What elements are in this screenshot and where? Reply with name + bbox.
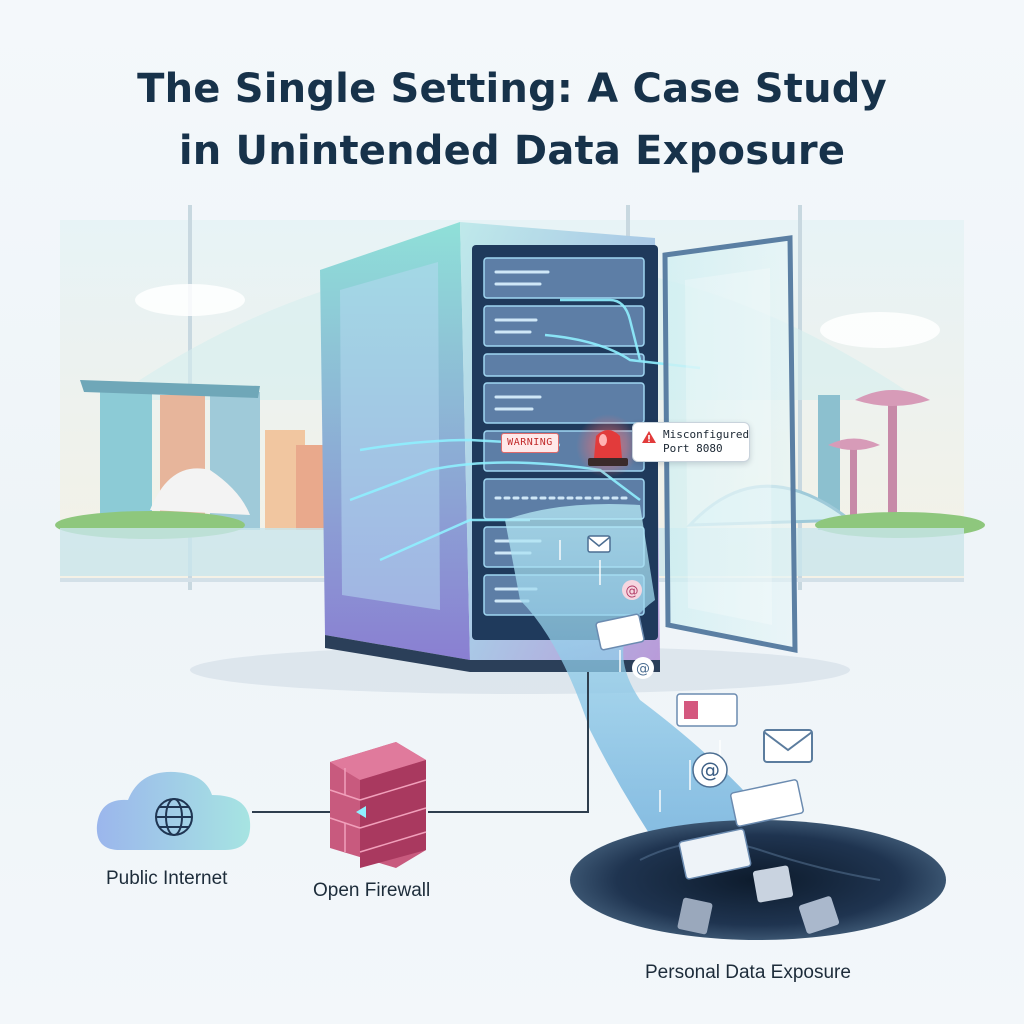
warning-tag: WARNING bbox=[501, 433, 559, 453]
firewall-icon bbox=[329, 742, 427, 868]
svg-text:@: @ bbox=[636, 661, 650, 677]
personal-data-exposure-label: Personal Data Exposure bbox=[645, 962, 851, 983]
warning-icon bbox=[642, 431, 656, 443]
title-line-2: in Unintended Data Exposure bbox=[178, 128, 846, 174]
alarm-light-icon bbox=[576, 414, 640, 478]
id-card-icon bbox=[595, 613, 840, 935]
at-sign-icon: @ @ @ bbox=[622, 580, 728, 788]
globe-icon bbox=[155, 798, 193, 836]
cloud-icon bbox=[96, 771, 251, 850]
public-internet-label: Public Internet bbox=[106, 868, 228, 889]
callout-line-1: Misconfigured bbox=[663, 428, 750, 441]
email-icon bbox=[763, 729, 813, 763]
misconfigured-port-callout: Misconfigured Port 8080 bbox=[632, 422, 750, 462]
svg-text:@: @ bbox=[700, 758, 720, 782]
page-title: The Single Setting: A Case Study in Unin… bbox=[0, 58, 1024, 182]
svg-text:@: @ bbox=[626, 584, 639, 599]
email-icon bbox=[587, 535, 611, 553]
open-firewall-label: Open Firewall bbox=[313, 880, 431, 901]
title-line-1: The Single Setting: A Case Study bbox=[137, 66, 887, 112]
callout-line-2: Port 8080 bbox=[663, 442, 723, 455]
